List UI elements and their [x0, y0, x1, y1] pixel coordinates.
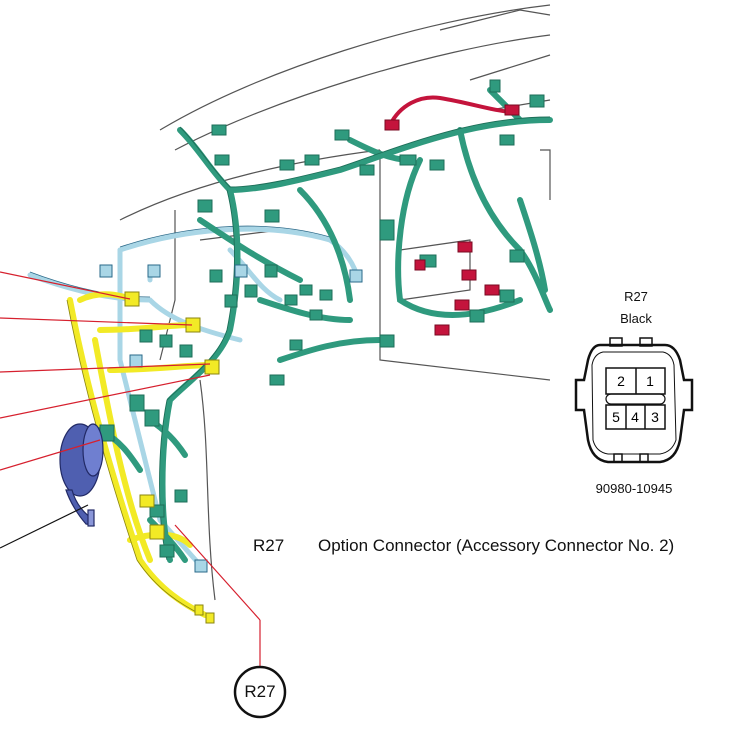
pin-labels: 2 1 5 4 3: [612, 373, 659, 425]
connector-color: Black: [620, 311, 652, 326]
callout-circle: [233, 665, 287, 719]
leader-lines-red: [0, 271, 261, 668]
leader-line-black: [0, 504, 89, 549]
harness-yellow-outline: [66, 299, 203, 616]
connectors-yellow: [124, 291, 220, 624]
harness-green-outline: [159, 116, 551, 561]
caption-description: Option Connector (Accessory Connector No…: [318, 536, 675, 555]
harness-red: [388, 95, 512, 127]
harness-green: [97, 87, 553, 563]
harness-yellow: [67, 291, 213, 618]
connector-part-number: 90980-10945: [595, 481, 673, 496]
connector-face-view: [574, 337, 694, 464]
pin-label: 5: [612, 409, 620, 425]
callout-label: R27: [244, 682, 276, 701]
connectors-light-blue: [99, 264, 363, 573]
dashboard-outline: [119, 4, 551, 601]
pin-label: 1: [646, 373, 654, 389]
pin-label: 4: [631, 409, 639, 425]
pin-label: 2: [617, 373, 625, 389]
pin-label: 3: [651, 409, 659, 425]
connectors-green: [99, 79, 545, 558]
grommet-blue: [59, 423, 104, 527]
caption-code: R27: [253, 536, 285, 555]
connectors-red: [384, 104, 520, 336]
connector-code: R27: [624, 289, 648, 304]
